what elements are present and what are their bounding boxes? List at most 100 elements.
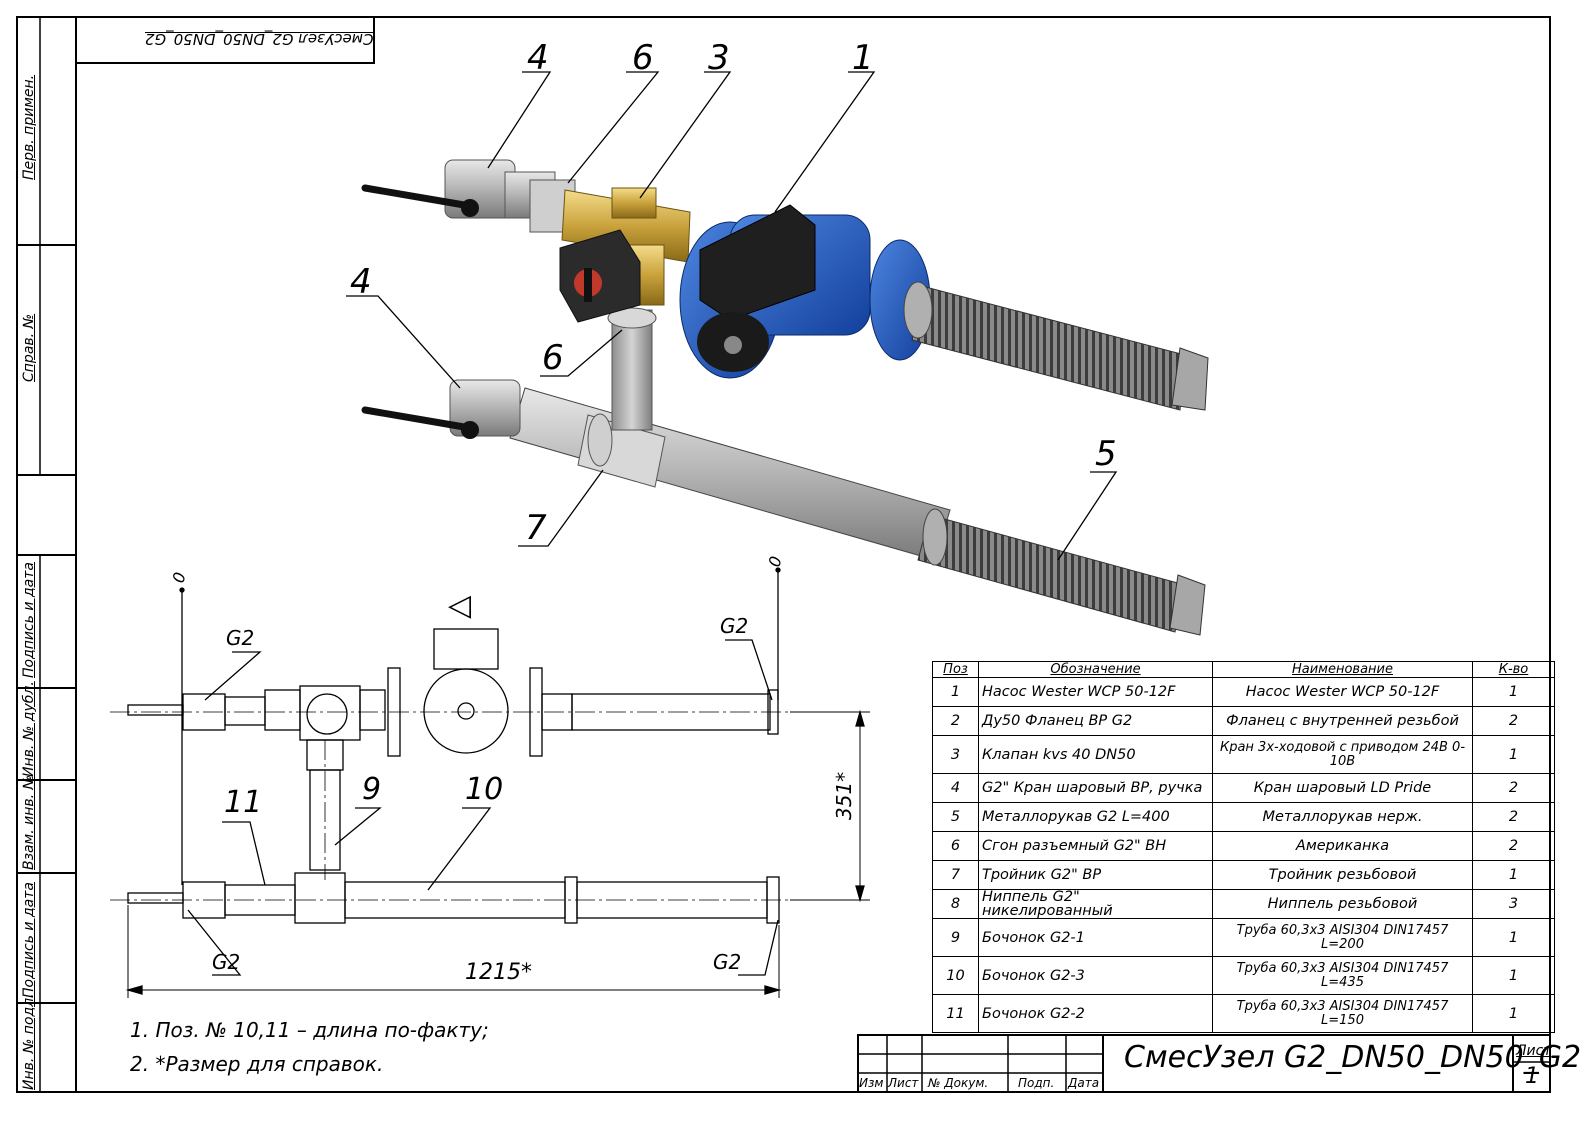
- spec-header-designation: Обозначение: [978, 661, 1213, 678]
- spec-row: 3 Клапан kvs 40 DN50 Кран 3х-ходовой с п…: [932, 735, 1555, 774]
- spec-pos: 1: [932, 677, 979, 707]
- spec-pos: 9: [932, 918, 979, 957]
- spec-qty: 2: [1472, 802, 1555, 832]
- spec-name: Металлорукав нерж.: [1212, 802, 1473, 832]
- title-block-frame: [857, 1034, 1551, 1093]
- spec-pos: 6: [932, 831, 979, 861]
- spec-qty: 1: [1472, 994, 1555, 1033]
- sheet-label: Лист: [1516, 1043, 1552, 1059]
- isometric-assembly: [346, 71, 1209, 636]
- spec-qty: 1: [1472, 735, 1555, 774]
- spec-designation: Ниппель G2" никелированный: [978, 889, 1213, 919]
- spec-name: Насос Wester WCP 50-12F: [1212, 677, 1473, 707]
- spec-designation: Бочонок G2-1: [978, 918, 1213, 957]
- tb-col-podp: Подп.: [1018, 1076, 1055, 1090]
- note-2: 2. *Размер для справок.: [130, 1052, 384, 1076]
- spec-row: 11 Бочонок G2-2 Труба 60,3х3 AISI304 DIN…: [932, 994, 1555, 1033]
- spec-header-pos: Поз: [932, 661, 979, 678]
- spec-pos: 7: [932, 860, 979, 890]
- spec-row: 2 Ду50 Фланец ВР G2 Фланец с внутренней …: [932, 706, 1555, 736]
- spec-row: 6 Сгон разъемный G2" ВН Американка 2: [932, 831, 1555, 861]
- spec-name: Труба 60,3х3 AISI304 DIN17457 L=435: [1212, 956, 1473, 995]
- g2-label-right-bottom: G2: [713, 950, 742, 974]
- spec-row: 4 G2" Кран шаровый ВР, ручка Кран шаровы…: [932, 773, 1555, 803]
- g2-label-right-top: G2: [720, 614, 749, 638]
- side-label-podpis-data-1: Подпись и дата: [21, 562, 37, 678]
- spec-designation: Бочонок G2-2: [978, 994, 1213, 1033]
- side-label-perv-primen: Перв. примен.: [21, 74, 37, 180]
- spec-name: Американка: [1212, 831, 1473, 861]
- side-label-sprav-no: Справ. №: [21, 313, 37, 382]
- title-block-title: СмесУзел G2_DN50_DN50_G2: [1124, 1040, 1582, 1075]
- spec-row: 8 Ниппель G2" никелированный Ниппель рез…: [932, 889, 1555, 919]
- spec-qty: 1: [1472, 956, 1555, 995]
- tb-col-data: Дата: [1068, 1076, 1100, 1090]
- spec-row: 10 Бочонок G2-3 Труба 60,3х3 AISI304 DIN…: [932, 956, 1555, 995]
- spec-qty: 1: [1472, 918, 1555, 957]
- specification-table: Поз Обозначение Наименование К-во 1 Насо…: [932, 661, 1555, 1033]
- tb-col-doc: № Докум.: [928, 1076, 989, 1090]
- leader-lines: [346, 71, 1118, 561]
- callout-6-top: 6: [632, 38, 654, 78]
- spec-name: Кран шаровый LD Pride: [1212, 773, 1473, 803]
- note-1: 1. Поз. № 10,11 – длина по-факту;: [130, 1018, 489, 1042]
- doc-code-mirrored: СмесУзел G2_DN50_DN50_G2: [145, 30, 374, 48]
- spec-name: Тройник резьбовой: [1212, 860, 1473, 890]
- spec-row: 5 Металлорукав G2 L=400 Металлорукав нер…: [932, 802, 1555, 832]
- front-view: [110, 567, 870, 998]
- spec-header-qty: К-во: [1472, 661, 1555, 678]
- spec-designation: Тройник G2" ВР: [978, 860, 1213, 890]
- sheet-number: 1: [1525, 1064, 1539, 1089]
- tb-col-izm: Изм: [859, 1076, 884, 1090]
- spec-designation: Сгон разъемный G2" ВН: [978, 831, 1213, 861]
- spec-qty: 2: [1472, 831, 1555, 861]
- callout-6-lower: 6: [542, 338, 564, 378]
- spec-pos: 2: [932, 706, 979, 736]
- side-label-vzam-inv: Взам. инв. №: [21, 774, 37, 870]
- spec-name: Фланец с внутренней резьбой: [1212, 706, 1473, 736]
- spec-name: Труба 60,3х3 AISI304 DIN17457 L=200: [1212, 918, 1473, 957]
- spec-pos: 5: [932, 802, 979, 832]
- spec-name: Кран 3х-ходовой с приводом 24В 0-10В: [1212, 735, 1473, 774]
- upper-line: [361, 159, 1209, 411]
- callout-10: 10: [465, 772, 504, 807]
- spec-designation: Металлорукав G2 L=400: [978, 802, 1213, 832]
- spec-qty: 3: [1472, 889, 1555, 919]
- dimension-height: 351*: [832, 771, 856, 820]
- spec-designation: Клапан kvs 40 DN50: [978, 735, 1213, 774]
- spec-designation: Бочонок G2-3: [978, 956, 1213, 995]
- callout-4-lower: 4: [350, 262, 372, 302]
- spec-pos: 10: [932, 956, 979, 995]
- spec-row: 9 Бочонок G2-1 Труба 60,3х3 AISI304 DIN1…: [932, 918, 1555, 957]
- callout-9: 9: [362, 772, 382, 807]
- dimension-width: 1215*: [465, 960, 532, 985]
- marker-triangle: ◁: [448, 588, 472, 623]
- spec-qty: 1: [1472, 677, 1555, 707]
- spec-qty: 2: [1472, 706, 1555, 736]
- spec-qty: 1: [1472, 860, 1555, 890]
- spec-name: Труба 60,3х3 AISI304 DIN17457 L=150: [1212, 994, 1473, 1033]
- spec-row: 1 Насос Wester WCP 50-12F Насос Wester W…: [932, 677, 1555, 707]
- g2-label-left-top: G2: [226, 626, 255, 650]
- callout-1: 1: [852, 38, 874, 78]
- g2-label-left-bottom: G2: [212, 950, 241, 974]
- spec-row: 7 Тройник G2" ВР Тройник резьбовой 1: [932, 860, 1555, 890]
- callout-5: 5: [1095, 434, 1117, 474]
- spec-qty: 2: [1472, 773, 1555, 803]
- callout-4-top: 4: [527, 38, 549, 78]
- callout-3: 3: [708, 38, 730, 78]
- spec-designation: G2" Кран шаровый ВР, ручка: [978, 773, 1213, 803]
- side-label-podpis-data-2: Подпись и дата: [21, 882, 37, 998]
- lower-ball-valve: [361, 379, 521, 439]
- spec-designation: Ду50 Фланец ВР G2: [978, 706, 1213, 736]
- lower-pipe: [509, 307, 1206, 636]
- callout-7: 7: [525, 508, 547, 548]
- spec-header-row: Поз Обозначение Наименование К-во: [932, 661, 1555, 678]
- spec-name: Ниппель резьбовой: [1212, 889, 1473, 919]
- spec-header-name: Наименование: [1212, 661, 1473, 678]
- callout-11: 11: [224, 785, 263, 820]
- spec-pos: 8: [932, 889, 979, 919]
- side-label-inv-podl: Инв. № подл.: [21, 993, 37, 1090]
